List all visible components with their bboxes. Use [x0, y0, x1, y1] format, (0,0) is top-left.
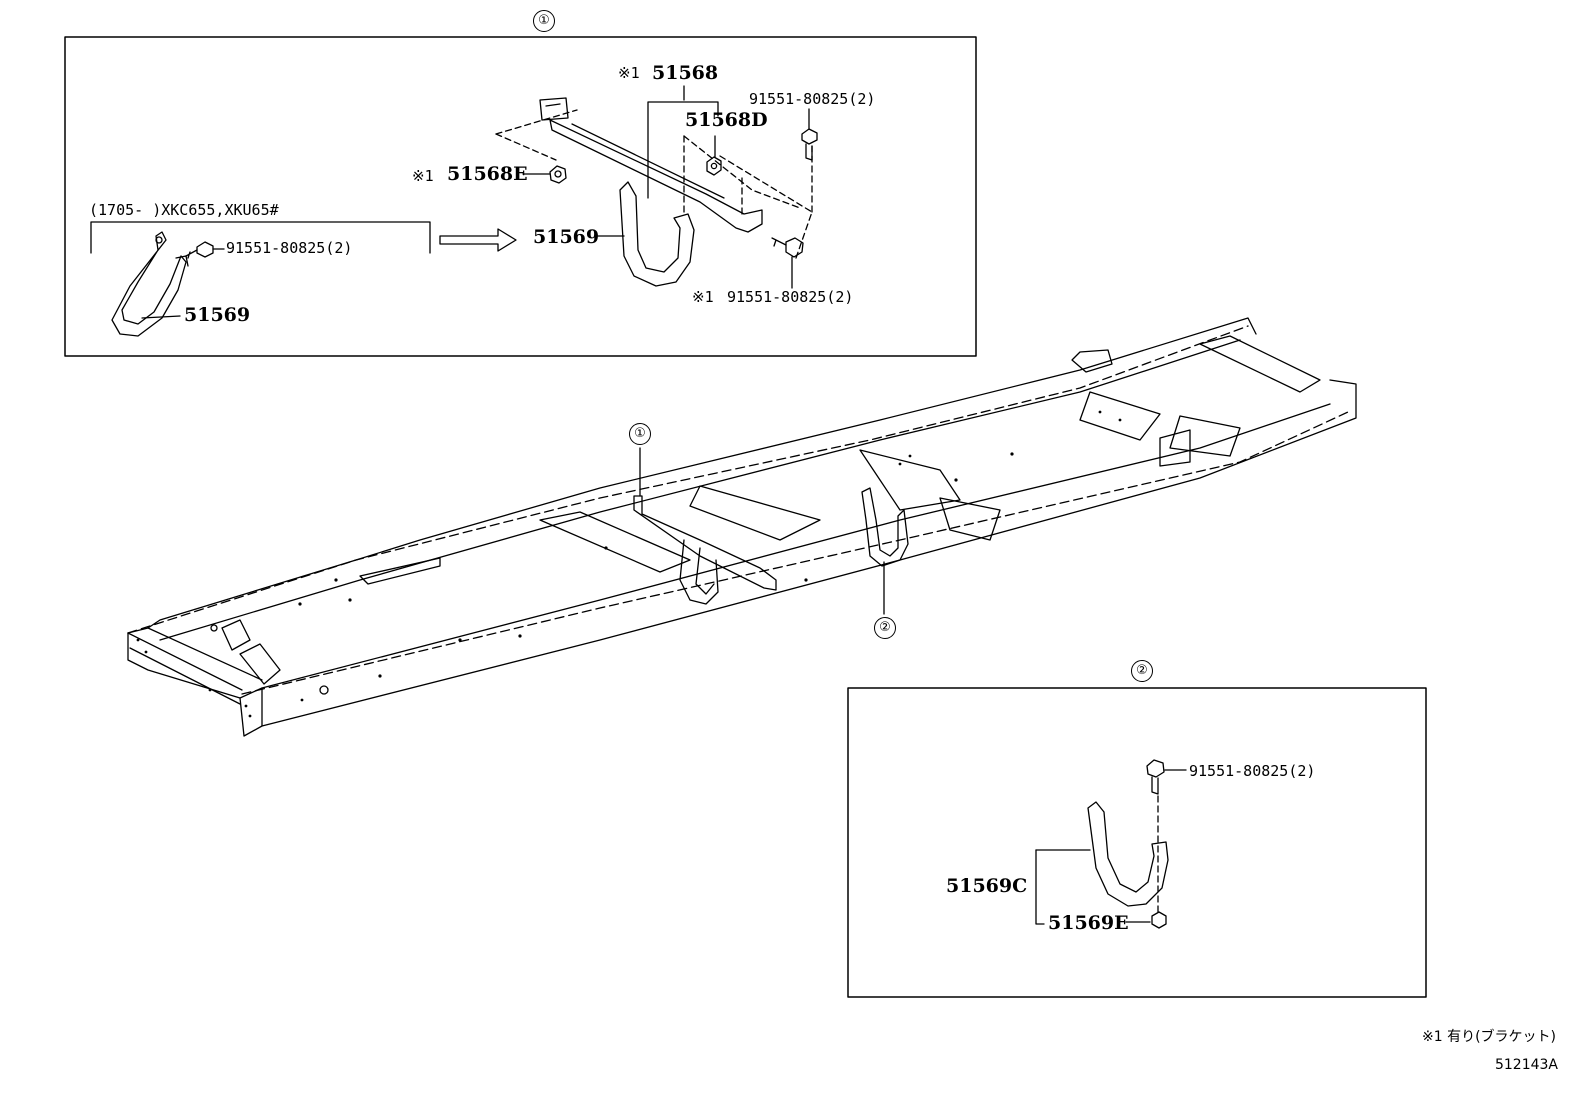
variant-bracket: [90, 221, 431, 254]
leader-lines-box2: [1035, 769, 1187, 925]
mark-51568: ※1: [618, 64, 640, 82]
bolt-bottom-label: 91551-80825(2): [727, 288, 854, 306]
nut-51568D-drawing: [706, 156, 722, 176]
callout-2-box: ②: [1131, 660, 1153, 682]
bolt-top-drawing: [801, 128, 818, 161]
nut-51569E-drawing: [1151, 911, 1167, 929]
part-51569E-label: 51569E: [1048, 912, 1129, 934]
mark-51568E: ※1: [412, 167, 434, 185]
detail-box-2: [847, 687, 1427, 998]
nut-51568E-drawing: [549, 165, 567, 184]
part-51569-label-left: 51569: [184, 304, 251, 326]
part-51569-label-right: 51569: [533, 226, 600, 248]
variant-note: (1705- )XKC655,XKU65#: [89, 201, 279, 219]
hollow-arrow: [439, 228, 517, 252]
detail-box-1: [64, 36, 977, 357]
bolt-top-label: 91551-80825(2): [749, 90, 876, 108]
footnote: ※1 有り(ブラケット): [1421, 1029, 1556, 1045]
bolt-box2-drawing: [1146, 759, 1165, 795]
bolt-left-label: 91551-80825(2): [226, 239, 353, 257]
diagram-id: 512143A: [1494, 1057, 1558, 1073]
bolt-box2-label: 91551-80825(2): [1189, 762, 1316, 780]
clamp-left-drawing: [111, 231, 189, 337]
callout-2-frame: ②: [874, 617, 896, 639]
chassis-frame-drawing: [127, 317, 1357, 737]
part-51568D-label: 51568D: [685, 109, 768, 131]
u-clamp-51569C-drawing: [1087, 801, 1169, 907]
part-51568-label: 51568: [652, 62, 719, 84]
bolt-left-drawing: [185, 241, 214, 259]
part-51569C-label: 51569C: [946, 875, 1028, 897]
mark-bolt-bottom: ※1: [692, 288, 714, 306]
u-clamp-51569-drawing: [619, 181, 695, 287]
leader-lines-box1: [522, 85, 810, 289]
callout-1-frame: ①: [629, 423, 651, 445]
part-51568E-label: 51568E: [447, 163, 528, 185]
callout-1-top: ①: [533, 10, 555, 32]
bolt-bottom-drawing: [771, 237, 804, 258]
